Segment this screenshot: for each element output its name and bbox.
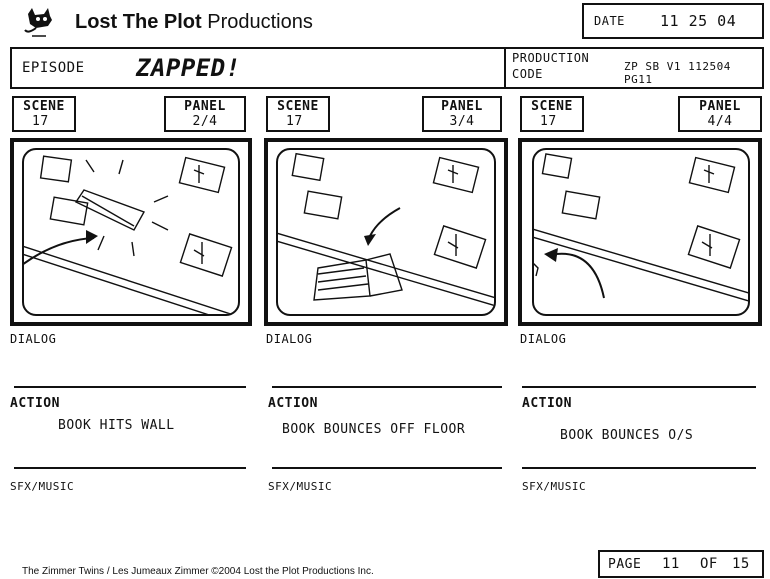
action-text: BOOK BOUNCES O/S bbox=[560, 428, 694, 443]
action-text: BOOK HITS WALL bbox=[58, 418, 175, 433]
scene-label: SCENE bbox=[23, 99, 65, 114]
storyboard-panel-3: SCENE 17 PANEL 4/4 bbox=[518, 96, 764, 506]
action-label: ACTION bbox=[522, 396, 572, 411]
panel-value: 2/4 bbox=[192, 114, 218, 129]
dialog-label: DIALOG bbox=[10, 332, 57, 346]
dialog-line bbox=[522, 386, 756, 388]
scene-value: 17 bbox=[286, 114, 303, 129]
storyboard-panel-1: SCENE 17 PANEL 2/4 bbox=[10, 96, 254, 506]
dialog-line bbox=[272, 386, 502, 388]
production-code-value: ZP SB V1 112504 PG11 bbox=[624, 60, 731, 86]
sfx-label: SFX/MUSIC bbox=[522, 480, 587, 493]
scene-value: 17 bbox=[540, 114, 557, 129]
dialog-label: DIALOG bbox=[266, 332, 313, 346]
logo-cat-icon bbox=[22, 6, 62, 40]
scene-label: SCENE bbox=[277, 99, 319, 114]
sfx-label: SFX/MUSIC bbox=[268, 480, 333, 493]
sfx-label: SFX/MUSIC bbox=[10, 480, 75, 493]
panel-label: PANEL bbox=[441, 99, 483, 114]
date-box: DATE 11 25 04 bbox=[582, 3, 764, 39]
panel-frame bbox=[264, 138, 508, 326]
scene-box: SCENE 17 bbox=[12, 96, 76, 132]
production-code-label-line1: PRODUCTION bbox=[512, 51, 590, 65]
date-value: 11 25 04 bbox=[660, 12, 737, 30]
company-name: Lost The Plot Productions bbox=[75, 11, 313, 34]
panel-drawing-area bbox=[22, 148, 240, 316]
action-line bbox=[14, 467, 246, 469]
company-name-bold: Lost The Plot bbox=[75, 11, 202, 33]
action-text: BOOK BOUNCES OFF FLOOR bbox=[282, 422, 466, 437]
episode-title: ZAPPED! bbox=[136, 54, 241, 82]
panel-sketch bbox=[24, 155, 233, 314]
panel-number-box: PANEL 2/4 bbox=[164, 96, 246, 132]
page-total: 15 bbox=[732, 556, 750, 572]
action-label: ACTION bbox=[10, 396, 60, 411]
production-code-label-line2: CODE bbox=[512, 67, 543, 81]
panel-value: 3/4 bbox=[449, 114, 475, 129]
panel-label: PANEL bbox=[184, 99, 226, 114]
panel-number-box: PANEL 3/4 bbox=[422, 96, 502, 132]
page-value: 11 bbox=[662, 556, 680, 572]
scene-box: SCENE 17 bbox=[266, 96, 330, 132]
page-number-box: PAGE 11 OF 15 bbox=[598, 550, 764, 578]
action-line bbox=[522, 467, 756, 469]
scene-value: 17 bbox=[32, 114, 49, 129]
panel-frame bbox=[518, 138, 762, 326]
scene-label: SCENE bbox=[531, 99, 573, 114]
panel-sketch bbox=[534, 153, 748, 302]
panel-frame bbox=[10, 138, 252, 326]
action-label: ACTION bbox=[268, 396, 318, 411]
episode-bar: EPISODE ZAPPED! PRODUCTION CODE ZP SB V1… bbox=[10, 47, 764, 89]
panel-value: 4/4 bbox=[707, 114, 733, 129]
storyboard-panel-2: SCENE 17 PANEL 3/4 bbox=[264, 96, 508, 506]
scene-box: SCENE 17 bbox=[520, 96, 584, 132]
action-line bbox=[272, 467, 502, 469]
page-of-label: OF bbox=[700, 556, 718, 572]
copyright-notice: The Zimmer Twins / Les Jumeaux Zimmer ©2… bbox=[22, 566, 374, 577]
production-code-divider bbox=[504, 49, 506, 87]
panel-drawing-area bbox=[532, 148, 750, 316]
company-name-regular: Productions bbox=[207, 11, 313, 33]
panel-number-box: PANEL 4/4 bbox=[678, 96, 762, 132]
panel-drawing-area bbox=[276, 148, 496, 316]
dialog-line bbox=[14, 386, 246, 388]
date-label: DATE bbox=[594, 14, 625, 28]
dialog-label: DIALOG bbox=[520, 332, 567, 346]
panel-sketch bbox=[278, 152, 494, 307]
page-label: PAGE bbox=[608, 557, 642, 572]
episode-label: EPISODE bbox=[22, 60, 85, 76]
panel-label: PANEL bbox=[699, 99, 741, 114]
